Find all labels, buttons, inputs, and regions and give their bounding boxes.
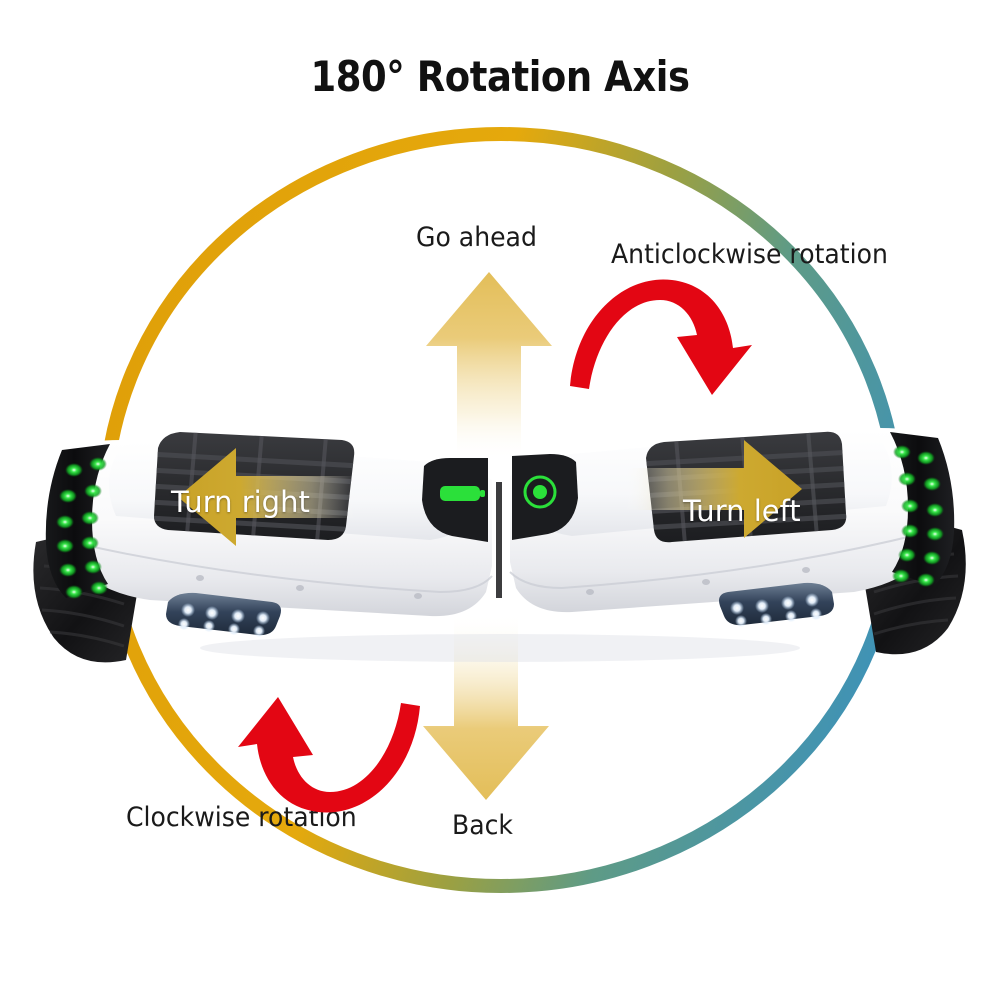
wheel-led-lights-left bbox=[56, 457, 108, 599]
headlight-leds-right bbox=[730, 593, 822, 627]
hoverboard-product-image bbox=[0, 330, 1000, 690]
label-clockwise-rotation: Clockwise rotation bbox=[126, 802, 357, 833]
wheel-led-strip-left bbox=[45, 444, 110, 599]
indicator-panel-right bbox=[512, 454, 578, 540]
headlight-led-bar-left bbox=[166, 592, 281, 637]
label-go-ahead: Go ahead bbox=[416, 222, 537, 253]
headlight-leds-left bbox=[178, 603, 270, 637]
headlight-led-bar-right bbox=[719, 582, 834, 627]
battery-icon bbox=[440, 486, 480, 501]
wheel-led-lights-right bbox=[892, 445, 944, 587]
label-anticlockwise-rotation: Anticlockwise rotation bbox=[611, 239, 888, 270]
indicator-panel-left bbox=[422, 458, 488, 542]
label-turn-left: Turn left bbox=[683, 494, 801, 528]
wheel-led-strip-right bbox=[890, 432, 955, 587]
label-turn-right: Turn right bbox=[171, 485, 310, 519]
label-back: Back bbox=[452, 810, 513, 841]
power-circle-icon bbox=[523, 475, 557, 509]
page-title: 180° Rotation Axis bbox=[310, 52, 690, 101]
